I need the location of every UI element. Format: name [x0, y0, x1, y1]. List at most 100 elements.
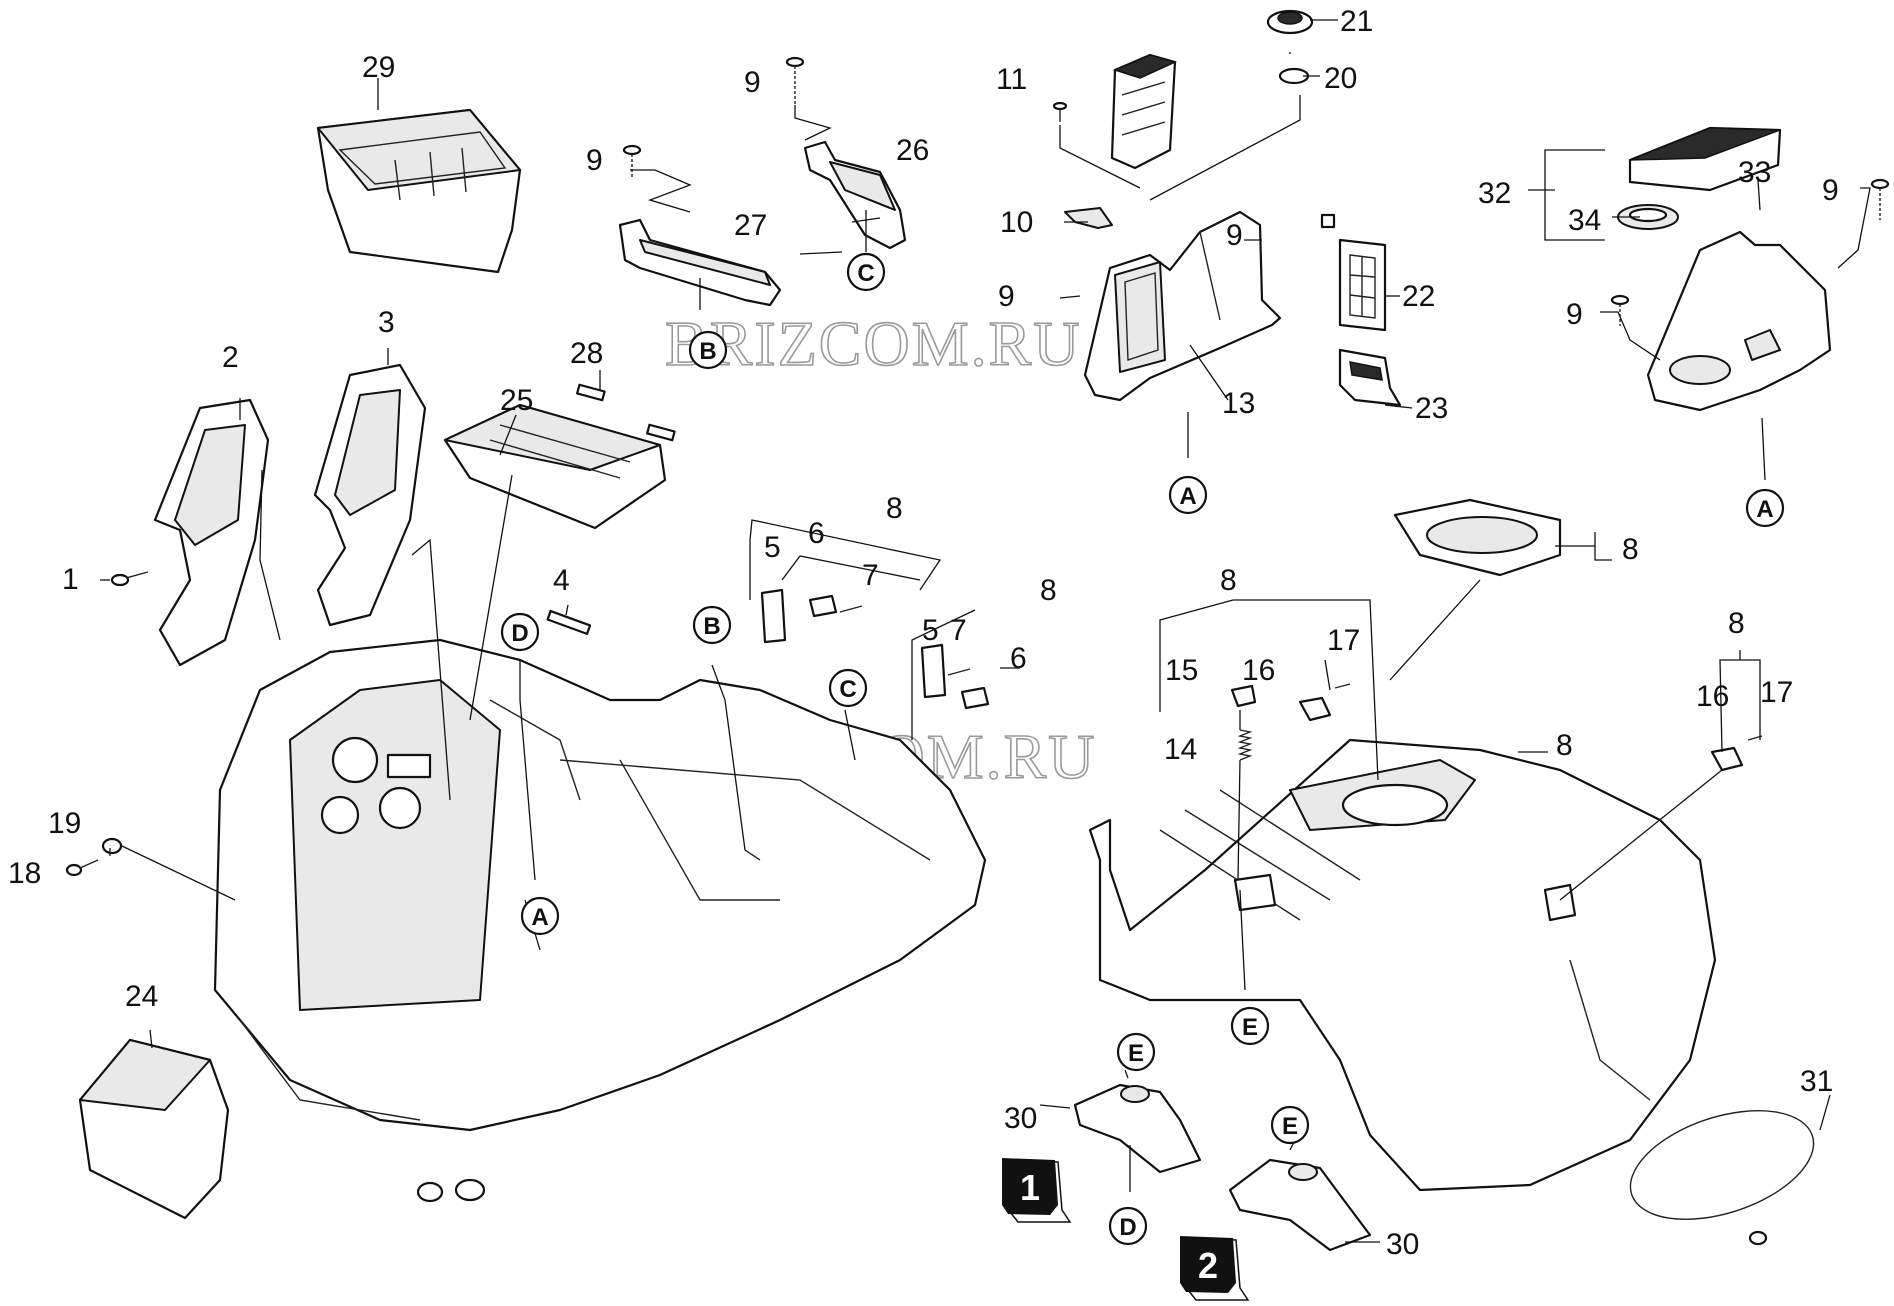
callout-32: 32 [1478, 177, 1511, 210]
callout-3: 3 [378, 306, 395, 339]
callout-26: 26 [896, 134, 929, 167]
part-34-seal [1617, 204, 1679, 230]
right-hood [1088, 738, 1717, 1192]
part-14-spring [1237, 729, 1253, 761]
callout-9: 9 [1566, 298, 1583, 331]
callout-13: 13 [1222, 387, 1255, 420]
callout-9: 9 [586, 144, 603, 177]
callout-8: 8 [1220, 564, 1237, 597]
part-7-screw [839, 605, 971, 676]
callout-2: 2 [222, 341, 239, 374]
part-2-handle [153, 398, 270, 667]
ref-letter-b: B [688, 330, 728, 370]
svg-text:D: D [1119, 1214, 1136, 1241]
callout-10: 10 [1000, 206, 1033, 239]
svg-text:A: A [1756, 496, 1773, 523]
callout-28: 28 [570, 337, 603, 370]
part-tank [1110, 53, 1178, 170]
screw-9-c [1870, 178, 1890, 220]
callout-30: 30 [1004, 1102, 1037, 1135]
callout-9: 9 [1822, 174, 1839, 207]
screw-1 [110, 571, 149, 587]
part-4-pin [546, 609, 592, 635]
part-32-cover [1628, 126, 1782, 192]
callout-34: 34 [1568, 204, 1601, 237]
callout-23: 23 [1415, 392, 1448, 425]
callout-22: 22 [1402, 280, 1435, 313]
callout-25: 25 [500, 384, 533, 417]
callout-5: 5 [764, 531, 781, 564]
callout-9: 9 [744, 66, 761, 99]
part-24-tray [78, 1038, 230, 1220]
screw-9-d [1610, 294, 1630, 326]
part-30-bracket-variant-1 [1073, 1083, 1202, 1174]
svg-text:A: A [1179, 483, 1196, 510]
part-31-cable [1629, 1110, 1815, 1246]
screw-18 [65, 859, 99, 877]
part-26-bracket [803, 140, 907, 250]
callout-8: 8 [1728, 607, 1745, 640]
callout-6: 6 [808, 517, 825, 550]
part-10-clip [1064, 207, 1113, 229]
callout-16: 16 [1242, 654, 1275, 687]
svg-text:A: A [531, 904, 548, 931]
ref-letter-d: D [1108, 1206, 1148, 1246]
svg-text:E: E [1242, 1014, 1258, 1041]
callout-17: 17 [1327, 624, 1360, 657]
screw-9-b [622, 144, 642, 178]
callout-9: 9 [998, 280, 1015, 313]
ref-letter-c: C [828, 668, 868, 708]
part-6-connector [808, 594, 990, 710]
callout-27: 27 [734, 209, 767, 242]
callout-33: 33 [1738, 156, 1771, 189]
part-8-lid [1393, 498, 1562, 577]
callout-8: 8 [1556, 729, 1573, 762]
callout-18: 18 [8, 857, 41, 890]
ref-letter-c: C [846, 252, 886, 292]
part-16-clip [1298, 696, 1744, 772]
svg-text:D: D [511, 620, 528, 647]
svg-text:B: B [699, 338, 716, 365]
callout-8: 8 [1622, 533, 1639, 566]
svg-text:1: 1 [1020, 1167, 1040, 1208]
svg-text:C: C [839, 676, 856, 703]
washer-19 [101, 837, 123, 855]
ref-letter-a: A [1168, 475, 1208, 515]
part-30-bracket-variant-2 [1228, 1158, 1372, 1252]
callout-5: 5 [922, 614, 939, 647]
ref-letter-e: E [1270, 1105, 1310, 1145]
callout-9: 9 [1226, 219, 1243, 252]
ref-letter-e: E [1230, 1006, 1270, 1046]
callout-29: 29 [362, 51, 395, 84]
callout-6: 6 [1010, 642, 1027, 675]
callout-19: 19 [48, 807, 81, 840]
svg-text:C: C [857, 260, 874, 287]
part-28-pin [576, 383, 676, 442]
part-21-cap [1266, 9, 1314, 35]
callout-4: 4 [553, 564, 570, 597]
screw-9-a [785, 56, 805, 105]
part-22-filter [1320, 213, 1387, 332]
svg-text:E: E [1282, 1113, 1298, 1140]
callout-11: 11 [996, 63, 1027, 96]
part-25-cover [443, 403, 667, 530]
callout-14: 14 [1164, 733, 1197, 766]
part-33-holder [1646, 230, 1832, 412]
part-5-clip [760, 588, 947, 699]
callout-16: 16 [1696, 680, 1729, 713]
part-15-knob [1230, 684, 1257, 708]
callout-21: 21 [1340, 5, 1373, 38]
ref-letter-a: A [1745, 488, 1785, 528]
callout-8: 8 [1040, 574, 1057, 607]
callout-1: 1 [62, 563, 79, 596]
callout-31: 31 [1800, 1065, 1833, 1098]
part-23-latch [1338, 348, 1402, 407]
callout-17: 17 [1760, 676, 1793, 709]
part-3-handle [313, 363, 427, 627]
reference-letters: C B A A D B C A [500, 252, 1785, 1246]
svg-text:B: B [703, 613, 720, 640]
variant-badge-2: 2 [1180, 1236, 1250, 1301]
callout-7: 7 [862, 559, 879, 592]
callout-20: 20 [1324, 62, 1357, 95]
